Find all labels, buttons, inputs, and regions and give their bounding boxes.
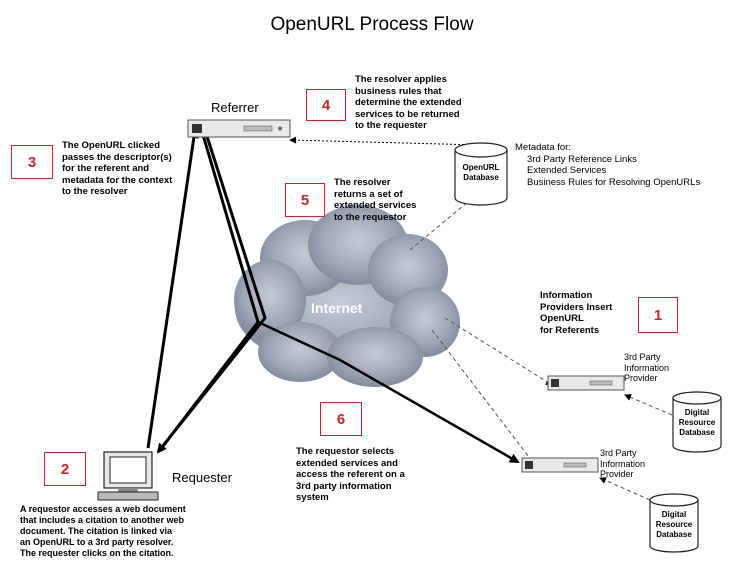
provider2-device-icon [521, 457, 599, 473]
dashed-internet-provider2 [431, 329, 536, 466]
referrer-label: Referrer [211, 100, 259, 115]
digital-database-2-icon [649, 493, 699, 553]
arrow-requester-to-referrer [146, 128, 199, 449]
referrer-device-icon [187, 119, 291, 138]
step-4-badge: 4 [306, 89, 346, 121]
step-1-badge: 1 [638, 297, 678, 333]
dashed-db1-provider1 [624, 394, 673, 416]
arrow-referrer-to-requester [156, 129, 267, 454]
step-6-badge: 6 [320, 402, 362, 436]
internet-cloud [234, 205, 460, 387]
dotted-referrer-db [289, 136, 481, 146]
step-3-badge: 3 [11, 145, 53, 179]
requester-computer-icon [97, 451, 159, 501]
dashed-internet-db [409, 195, 476, 251]
step-2-badge: 2 [44, 452, 86, 486]
dashed-internet-provider1 [444, 317, 553, 386]
page-title: OpenURL Process Flow [270, 14, 474, 35]
metadata-list: Metadata for: 3rd Party Reference Links … [515, 142, 701, 188]
digital-database-1-icon [672, 391, 722, 453]
openurl-database-icon [454, 142, 508, 206]
step-5-badge: 5 [285, 183, 325, 217]
internet-label: Internet [311, 300, 363, 316]
requester-label: Requester [172, 470, 232, 485]
provider1-device-icon [547, 375, 625, 391]
arrow-requester-to-provider [257, 320, 520, 464]
dashed-db2-provider2 [599, 477, 651, 501]
